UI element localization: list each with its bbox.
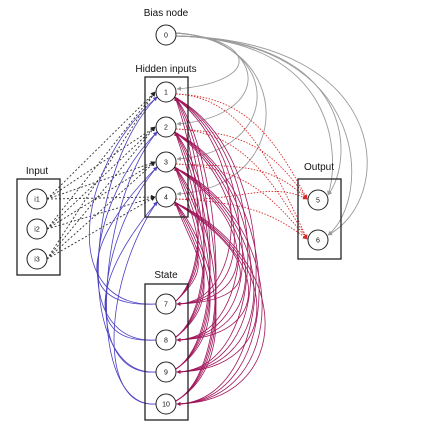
- state-hidden-edge: [174, 131, 205, 338]
- hidden-state-edge: [173, 166, 263, 406]
- hidden-node-1: 1: [155, 81, 177, 103]
- state-hidden-edge-blue: [106, 131, 158, 405]
- output-label: Output: [304, 162, 334, 173]
- input-group-box: [16, 178, 61, 276]
- node-label: i3: [34, 257, 40, 264]
- hidden-node-2: 2: [155, 116, 177, 138]
- node-label: 0: [164, 33, 168, 40]
- output-node-5: 5: [307, 189, 329, 211]
- state-to-hidden-edges: [88, 96, 217, 405]
- hidden-state-edge: [173, 166, 255, 374]
- hidden-state-edge: [173, 201, 266, 406]
- bias-edges: [175, 32, 368, 236]
- state-hidden-edge-blue: [113, 201, 158, 405]
- hidden-output-edge: [175, 128, 308, 200]
- hidden-group-box: [144, 76, 189, 218]
- hidden-output-edge: [175, 93, 308, 240]
- hidden-state-edge: [173, 201, 258, 374]
- input-node-i2: i2: [26, 218, 48, 240]
- node-label: 6: [316, 238, 320, 245]
- state-node-9: 9: [155, 361, 177, 383]
- state-hidden-edge-blue: [104, 201, 158, 341]
- bias-edge: [175, 35, 368, 236]
- node-label: 5: [316, 198, 320, 205]
- input-hidden-edge: [46, 126, 156, 260]
- input-hidden-edge: [46, 91, 156, 200]
- hidden-output-edge: [175, 190, 308, 200]
- input-label: Input: [26, 166, 48, 177]
- state-label: State: [154, 270, 178, 281]
- hidden-output-edge: [175, 163, 308, 200]
- input-hidden-edge: [46, 91, 156, 230]
- input-node-i1: i1: [26, 188, 48, 210]
- node-label: 8: [164, 338, 168, 345]
- input-to-hidden-edges: [46, 91, 156, 260]
- node-label: 10: [162, 402, 170, 409]
- node-label: 7: [164, 302, 168, 309]
- node-label: 2: [164, 125, 168, 132]
- state-hidden-edge: [174, 96, 217, 402]
- bias-edge: [175, 32, 267, 197]
- state-node-10: 10: [155, 393, 177, 415]
- bias-node-label: Bias node: [144, 8, 189, 19]
- state-hidden-edge: [174, 201, 211, 370]
- state-node-8: 8: [155, 329, 177, 351]
- state-hidden-edge: [174, 131, 217, 402]
- hidden-node-4: 4: [155, 186, 177, 208]
- output-node-6: 6: [307, 229, 329, 251]
- state-hidden-edge: [174, 201, 199, 302]
- input-hidden-edge: [46, 195, 156, 230]
- node-label: 9: [164, 370, 168, 377]
- state-hidden-edge-blue: [97, 131, 158, 341]
- state-hidden-edge: [174, 201, 205, 338]
- state-hidden-edge: [174, 166, 205, 338]
- hidden-node-3: 3: [155, 151, 177, 173]
- state-node-7: 7: [155, 293, 177, 315]
- state-hidden-edge: [174, 201, 217, 402]
- hidden-to-output-edges: [175, 93, 308, 240]
- node-label: 4: [164, 195, 168, 202]
- hidden-state-edge: [173, 96, 249, 374]
- input-hidden-edge: [46, 161, 156, 260]
- input-hidden-edge: [46, 126, 156, 230]
- hidden-state-edge: [173, 201, 250, 342]
- bias-edge: [175, 35, 353, 236]
- node-label: i2: [34, 227, 40, 234]
- state-group-box: [144, 283, 189, 421]
- state-hidden-edge-blue: [88, 96, 158, 305]
- node-label: i1: [34, 197, 40, 204]
- input-hidden-edge: [46, 126, 156, 200]
- bias-edge: [175, 35, 334, 196]
- input-hidden-edge: [46, 194, 156, 200]
- state-hidden-edge-blue: [96, 166, 158, 305]
- input-node-i3: i3: [26, 248, 48, 270]
- state-hidden-edge: [174, 166, 199, 302]
- input-hidden-edge: [46, 161, 156, 200]
- input-hidden-edge: [46, 196, 156, 260]
- input-hidden-edge: [46, 161, 156, 230]
- output-group-box: [297, 178, 342, 260]
- hidden-state-edge: [173, 96, 257, 406]
- hidden-output-edge: [175, 163, 308, 240]
- hidden-output-edge: [175, 128, 308, 240]
- hidden-inputs-label: Hidden inputs: [135, 64, 196, 75]
- state-hidden-edge-blue: [105, 166, 158, 373]
- bias-node: 0: [155, 24, 177, 46]
- input-hidden-edge: [46, 91, 156, 260]
- node-label: 3: [164, 160, 168, 167]
- state-hidden-edge: [174, 166, 217, 402]
- node-label: 1: [164, 90, 168, 97]
- hidden-output-edge: [175, 93, 308, 200]
